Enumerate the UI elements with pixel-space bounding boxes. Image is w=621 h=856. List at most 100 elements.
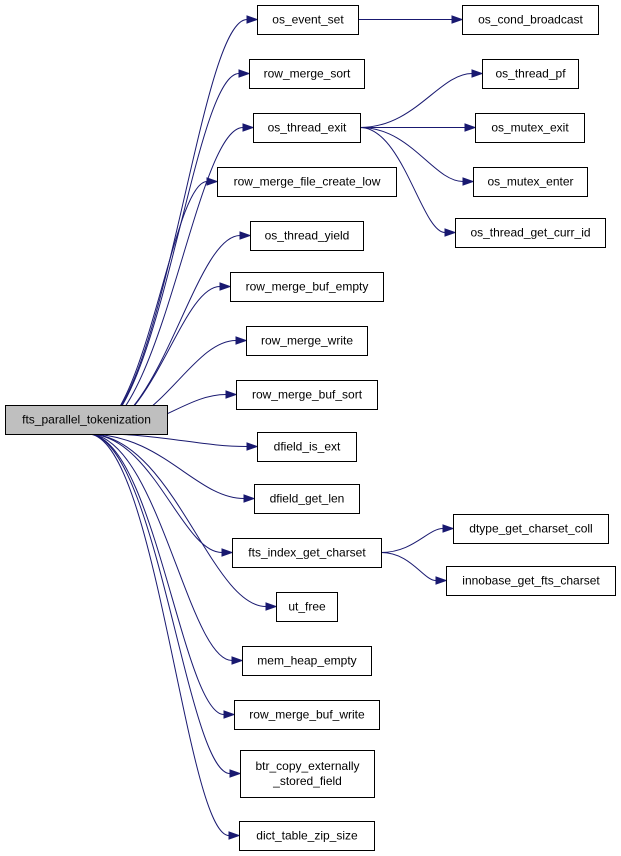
- node-box: [473, 167, 588, 197]
- node-dtype-get-charset-coll[interactable]: dtype_get_charset_coll: [453, 514, 609, 544]
- arrowhead-os_mutex_enter: [462, 177, 475, 186]
- node-innobase-get-fts-charset[interactable]: innobase_get_fts_charset: [446, 566, 616, 596]
- node-box: [239, 821, 375, 851]
- edge-fts_parallel_tokenization-to-ut_free: [87, 433, 267, 607]
- node-box: [446, 566, 616, 596]
- arrowhead-os_thread_exit: [242, 123, 255, 132]
- node-label: os_mutex_enter: [487, 175, 573, 189]
- node-box: [249, 59, 365, 89]
- node-box: [462, 5, 599, 35]
- node-label: dtype_get_charset_coll: [469, 522, 592, 536]
- node-box: [482, 59, 579, 89]
- arrowhead-os_thread_pf: [471, 69, 484, 78]
- edge-fts_parallel_tokenization-to-row_merge_buf_write: [87, 433, 225, 715]
- node-box: [234, 700, 380, 730]
- edge-os_thread_exit-to-os_mutex_enter: [359, 127, 464, 182]
- node-os-event-set[interactable]: os_event_set: [257, 5, 359, 35]
- node-box: [276, 592, 338, 622]
- node-label: row_merge_write: [261, 334, 353, 348]
- node-label: os_mutex_exit: [491, 121, 569, 135]
- node-row-merge-write[interactable]: row_merge_write: [246, 326, 368, 356]
- node-os-mutex-exit[interactable]: os_mutex_exit: [475, 113, 585, 143]
- arrowhead-dtype_get_charset_coll: [442, 524, 455, 533]
- node-dfield-is-ext[interactable]: dfield_is_ext: [257, 432, 357, 462]
- node-os-thread-get-curr-id[interactable]: os_thread_get_curr_id: [455, 218, 606, 248]
- node-label: ut_free: [288, 600, 326, 614]
- node-label: row_merge_buf_write: [249, 708, 365, 722]
- node-label: fts_index_get_charset: [248, 546, 366, 560]
- arrowhead-os_thread_yield: [239, 231, 252, 240]
- node-label: innobase_get_fts_charset: [462, 574, 600, 588]
- edge-fts_parallel_tokenization-to-dfield_get_len: [87, 433, 245, 499]
- arrowhead-dfield_get_len: [243, 494, 256, 503]
- arrowhead-os_thread_get_curr_id: [444, 228, 457, 237]
- node-fts-parallel-tokenization[interactable]: fts_parallel_tokenization: [5, 405, 168, 435]
- arrowhead-row_merge_buf_write: [223, 710, 236, 719]
- edge-fts_parallel_tokenization-to-os_event_set: [87, 19, 248, 435]
- edge-fts_index_get_charset-to-dtype_get_charset_coll: [380, 528, 444, 553]
- node-row-merge-buf-sort[interactable]: row_merge_buf_sort: [236, 380, 378, 410]
- node-box: [230, 272, 384, 302]
- node-dfield-get-len[interactable]: dfield_get_len: [254, 484, 360, 514]
- edge-fts_parallel_tokenization-to-btr_copy_externally_stored_field: [87, 433, 231, 774]
- node-label: mem_heap_empty: [257, 654, 356, 668]
- arrowhead-row_merge_write: [235, 336, 248, 345]
- node-label: _stored_field: [272, 774, 342, 788]
- arrowhead-dict_table_zip_size: [228, 831, 241, 840]
- arrowhead-row_merge_sort: [238, 69, 251, 78]
- node-box: [240, 750, 375, 798]
- node-box: [475, 113, 585, 143]
- node-label: fts_parallel_tokenization: [22, 413, 151, 427]
- edge-fts_index_get_charset-to-innobase_get_fts_charset: [380, 552, 437, 581]
- node-label: dfield_is_ext: [274, 440, 341, 454]
- edge-fts_parallel_tokenization-to-row_merge_file_create_low: [87, 181, 208, 435]
- node-box: [246, 326, 368, 356]
- node-fts-index-get-charset[interactable]: fts_index_get_charset: [232, 538, 382, 568]
- node-os-cond-broadcast[interactable]: os_cond_broadcast: [462, 5, 599, 35]
- node-label: dict_table_zip_size: [256, 829, 358, 843]
- node-os-thread-yield[interactable]: os_thread_yield: [250, 221, 364, 251]
- arrowhead-os_mutex_exit: [464, 123, 477, 132]
- node-row-merge-file-create-low[interactable]: row_merge_file_create_low: [217, 167, 397, 197]
- arrowhead-os_event_set: [246, 15, 259, 24]
- node-label: row_merge_file_create_low: [234, 175, 381, 189]
- node-label: row_merge_sort: [264, 67, 351, 81]
- node-box: [232, 538, 382, 568]
- node-mem-heap-empty[interactable]: mem_heap_empty: [242, 646, 372, 676]
- node-os-thread-exit[interactable]: os_thread_exit: [253, 113, 361, 143]
- node-label: row_merge_buf_sort: [252, 388, 363, 402]
- arrowhead-row_merge_buf_empty: [219, 282, 232, 291]
- arrowhead-ut_free: [265, 602, 278, 611]
- arrowhead-innobase_get_fts_charset: [435, 576, 448, 585]
- node-btr-copy-externally-stored-field[interactable]: btr_copy_externally_stored_field: [240, 750, 375, 798]
- nodes-layer: fts_parallel_tokenization os_event_set os_…: [5, 5, 616, 851]
- arrowhead-row_merge_file_create_low: [206, 177, 219, 186]
- arrowhead-os_cond_broadcast: [451, 15, 464, 24]
- node-box: [257, 432, 357, 462]
- node-label: os_thread_yield: [265, 229, 350, 243]
- node-ut-free[interactable]: ut_free: [276, 592, 338, 622]
- node-box: [5, 405, 168, 435]
- node-box: [242, 646, 372, 676]
- node-os-mutex-enter[interactable]: os_mutex_enter: [473, 167, 588, 197]
- node-row-merge-sort[interactable]: row_merge_sort: [249, 59, 365, 89]
- node-label: os_cond_broadcast: [478, 13, 583, 27]
- node-box: [217, 167, 397, 197]
- node-row-merge-buf-write[interactable]: row_merge_buf_write: [234, 700, 380, 730]
- node-row-merge-buf-empty[interactable]: row_merge_buf_empty: [230, 272, 384, 302]
- edge-os_thread_exit-to-os_thread_pf: [359, 73, 473, 128]
- arrowhead-dfield_is_ext: [246, 442, 259, 451]
- node-box: [253, 113, 361, 143]
- node-dict-table-zip-size[interactable]: dict_table_zip_size: [239, 821, 375, 851]
- arrowhead-fts_index_get_charset: [221, 548, 234, 557]
- arrowhead-mem_heap_empty: [231, 656, 244, 665]
- node-label: dfield_get_len: [270, 492, 345, 506]
- node-label: row_merge_buf_empty: [246, 280, 369, 294]
- node-box: [250, 221, 364, 251]
- edges-layer: [87, 15, 484, 840]
- edge-os_thread_exit-to-os_thread_get_curr_id: [359, 127, 446, 233]
- node-os-thread-pf[interactable]: os_thread_pf: [482, 59, 579, 89]
- edge-fts_parallel_tokenization-to-os_thread_yield: [87, 235, 241, 435]
- node-label: os_thread_get_curr_id: [470, 226, 590, 240]
- node-box: [257, 5, 359, 35]
